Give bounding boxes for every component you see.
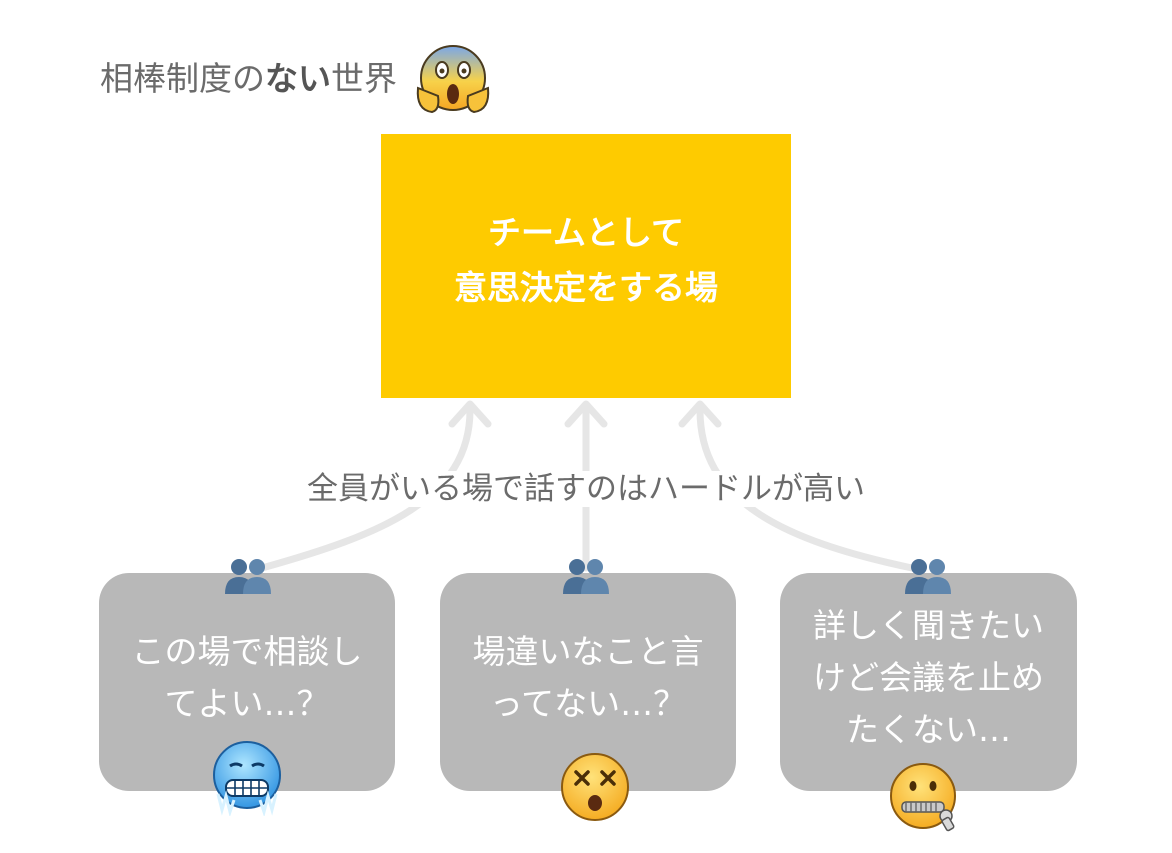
title-suffix: 世界	[331, 59, 397, 98]
page-title: 相棒制度のない世界	[100, 52, 397, 100]
title-prefix: 相棒制度の	[100, 59, 265, 98]
dizzy-face-icon	[561, 753, 629, 821]
card-text: この場で相談し てよい…？	[131, 632, 363, 723]
arrow-middle-head	[564, 400, 608, 428]
barrier-caption: 全員がいる場で話すのはハードルが高い	[0, 463, 1172, 508]
card-text: 詳しく聞きたい けど会議を止め たくない…	[813, 606, 1044, 749]
zipper-mouth-face-icon	[890, 763, 956, 832]
arrow-left-head	[448, 400, 492, 428]
arrow-right	[696, 406, 916, 572]
busts-in-silhouette-icon	[225, 559, 271, 594]
cold-face-icon	[213, 741, 281, 816]
main-box-line1: チームとして	[487, 213, 685, 252]
title-emphasis: ない	[265, 59, 331, 98]
busts-in-silhouette-icon	[563, 559, 609, 594]
arrow-left	[258, 406, 474, 572]
caption-text: 全員がいる場で話すのはハードルが高い	[305, 471, 867, 507]
concern-card-off-topic: 場違いなこと言 ってない…？	[440, 573, 736, 791]
arrow-right-head	[678, 400, 722, 428]
concern-card-interrupt: 詳しく聞きたい けど会議を止め たくない…	[780, 573, 1077, 791]
team-decision-box: チームとして 意思決定をする場	[381, 134, 791, 398]
card-text: 場違いなこと言 ってない…？	[472, 632, 704, 723]
busts-in-silhouette-icon	[905, 559, 951, 594]
main-box-line2: 意思決定をする場	[454, 268, 718, 307]
face-screaming-in-fear-icon	[416, 45, 490, 114]
